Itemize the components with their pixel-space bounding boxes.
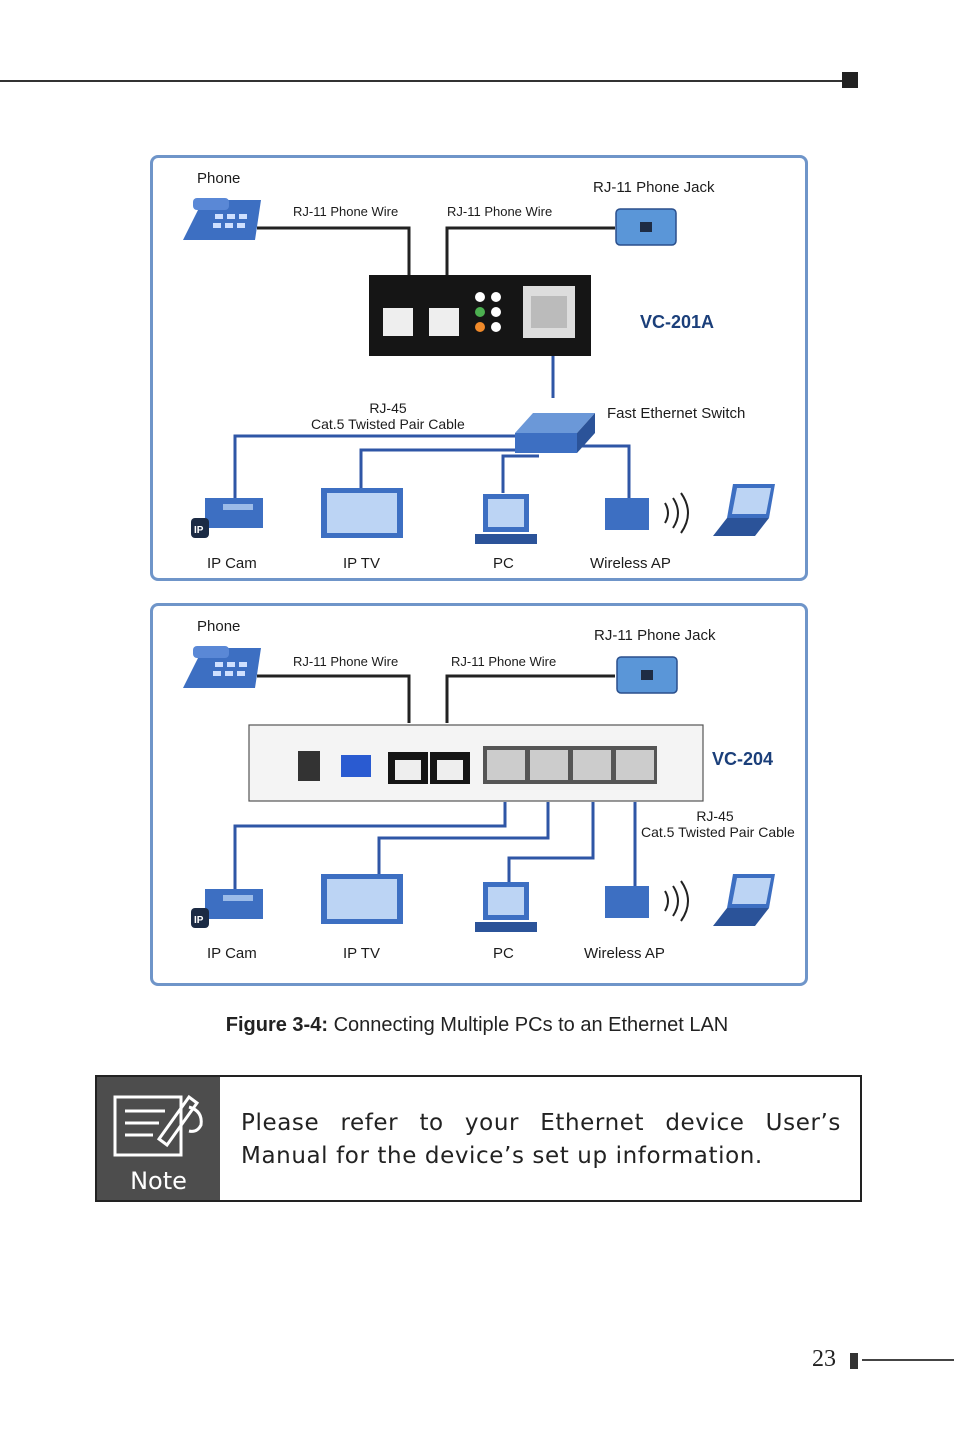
jack-label: RJ-11 Phone Jack	[594, 627, 716, 644]
phone-jack-icon	[615, 208, 677, 246]
diagram-vc201a-drawing: IP	[183, 198, 775, 544]
device-label: IP TV	[343, 555, 380, 572]
cable-label: Cat.5 Twisted Pair Cable	[311, 416, 465, 432]
wire-right-label: RJ-11 Phone Wire	[447, 204, 553, 219]
figure-caption: Figure 3-4: Connecting Multiple PCs to a…	[0, 1014, 954, 1037]
vc201a-device	[369, 275, 591, 356]
diagram-vc201a: IP Phone RJ-11 Phone Wire RJ-11 Phone Wi…	[150, 155, 808, 581]
device-label: Wireless AP	[584, 945, 665, 962]
phone-icon	[183, 198, 261, 240]
phone-label: Phone	[197, 170, 241, 187]
switch-label: Fast Ethernet Switch	[607, 405, 746, 422]
wire-left-label: RJ-11 Phone Wire	[293, 204, 399, 219]
diagram-vc204-drawing: IP	[183, 646, 775, 932]
model-label: VC-204	[712, 749, 774, 769]
wireless-ap-icon	[605, 492, 689, 534]
jack-label: RJ-11 Phone Jack	[593, 179, 715, 196]
figure-caption-text: Connecting Multiple PCs to an Ethernet L…	[328, 1014, 729, 1036]
laptop-icon	[713, 874, 775, 926]
ip-cam-icon: IP	[191, 889, 263, 928]
figure-caption-label: Figure 3-4:	[225, 1014, 329, 1036]
svg-text:IP: IP	[194, 915, 204, 926]
rj45-label: RJ-45	[369, 400, 407, 416]
note-box: Note Please refer to your Ethernet devic…	[95, 1075, 862, 1202]
page-number: 23	[812, 1346, 836, 1372]
note-pen-icon	[113, 1094, 203, 1157]
diagram-vc204: IP Phone RJ-11 Phone Wire RJ-11 Phone Wi…	[150, 603, 808, 986]
note-label: Note	[130, 1167, 187, 1195]
phone-label: Phone	[197, 618, 241, 635]
wireless-ap-icon	[605, 880, 689, 922]
rj45-label: RJ-45	[696, 808, 734, 824]
device-label: PC	[493, 945, 514, 962]
device-label: IP Cam	[207, 945, 257, 962]
header-rule	[0, 80, 842, 82]
wire-right-label: RJ-11 Phone Wire	[451, 654, 557, 669]
device-label: IP TV	[343, 945, 380, 962]
phone-icon	[183, 646, 261, 688]
vc204-device	[248, 724, 704, 802]
model-label: VC-201A	[640, 312, 715, 332]
device-label: PC	[493, 555, 514, 572]
device-label: Wireless AP	[590, 555, 671, 572]
switch-icon	[515, 413, 595, 453]
ip-tv-icon	[321, 874, 403, 924]
laptop-icon	[713, 484, 775, 536]
footer-rule	[862, 1359, 954, 1361]
svg-text:IP: IP	[194, 525, 204, 536]
pc-icon	[475, 882, 537, 932]
device-label: IP Cam	[207, 555, 257, 572]
ip-cam-icon: IP	[191, 498, 263, 538]
ip-tv-icon	[321, 488, 403, 538]
note-text: Please refer to your Ethernet device Use…	[241, 1110, 841, 1169]
header-rule-block	[842, 72, 858, 88]
wire-left-label: RJ-11 Phone Wire	[293, 654, 399, 669]
cable-label: Cat.5 Twisted Pair Cable	[641, 824, 795, 840]
phone-jack-icon	[616, 656, 678, 694]
footer-rule-block	[850, 1353, 858, 1369]
pc-icon	[475, 494, 537, 544]
note-sidebar: Note	[97, 1077, 220, 1200]
